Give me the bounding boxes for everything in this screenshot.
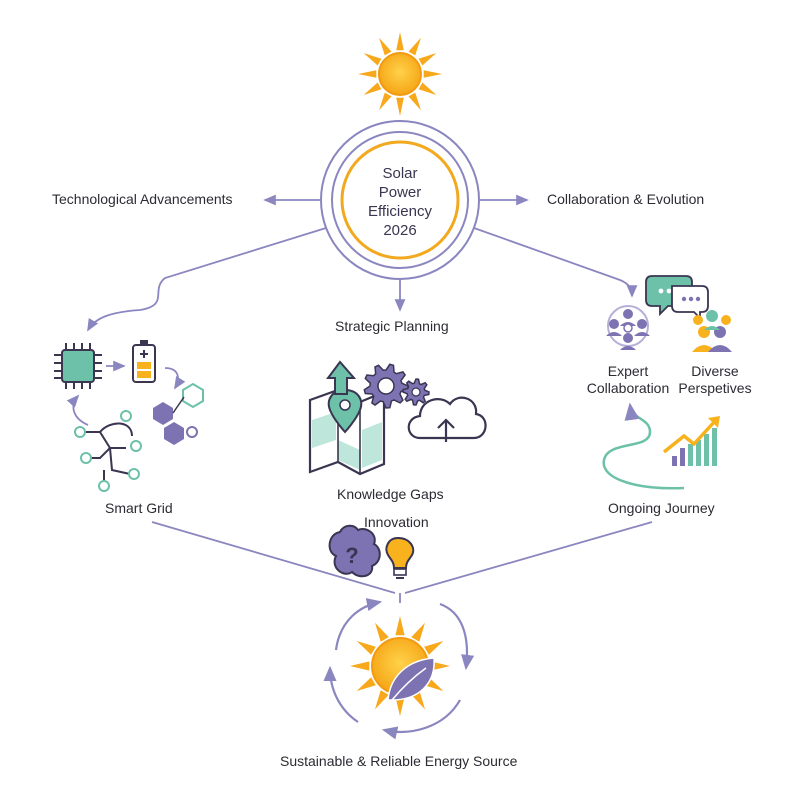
expert-team-icon <box>606 305 650 350</box>
center-hub <box>320 120 480 280</box>
hexagon-network-icon <box>153 382 204 445</box>
central-topic: Solar Power Efficiency 2026 <box>340 164 460 240</box>
gears-icon <box>363 363 430 409</box>
node-label-knowledge-gaps: Knowledge Gaps <box>337 486 444 502</box>
diverse-line-2: Perspetives <box>678 380 752 396</box>
svg-text:?: ? <box>345 543 358 568</box>
node-label-diverse-perspectives: Diverse Perspetives <box>672 363 758 397</box>
growth-chart-icon <box>662 416 720 466</box>
node-label-smart-grid: Smart Grid <box>105 500 173 516</box>
cloud-upload-icon <box>407 396 487 442</box>
center-line-3: Efficiency <box>368 203 432 220</box>
connectors <box>87 194 653 603</box>
center-line-1: Solar <box>382 165 418 182</box>
journey-path-icon <box>602 402 685 490</box>
sustainability-cycle-icon <box>323 598 475 740</box>
brain-question-icon: ? <box>328 524 381 578</box>
line-journey-to-outcome <box>404 521 653 594</box>
up-arrow-icon <box>326 360 357 395</box>
branch-label-strategic-planning: Strategic Planning <box>335 318 449 334</box>
node-label-ongoing-journey: Ongoing Journey <box>608 500 715 516</box>
branch-label-technological-advancements: Technological Advancements <box>52 191 233 207</box>
battery-icon <box>132 340 156 383</box>
chip-icon <box>54 343 102 389</box>
arrow-to-collaboration <box>473 227 638 298</box>
expert-line-1: Expert <box>607 363 649 379</box>
arrow-to-smart-grid <box>87 227 327 332</box>
center-line-2: Power <box>378 184 422 201</box>
diverse-group-icon <box>692 310 732 352</box>
top-sun-icon <box>358 32 442 116</box>
expert-line-2: Collaboration <box>586 380 670 396</box>
line-smart-grid-to-outcome <box>151 521 396 594</box>
lightbulb-icon <box>385 536 415 579</box>
center-line-4: 2026 <box>383 222 417 239</box>
circuit-graph-icon <box>74 410 142 492</box>
chat-bubble-icon <box>645 275 709 321</box>
node-label-innovation: Innovation <box>364 514 429 530</box>
node-label-expert-collaboration: Expert Collaboration <box>580 363 676 397</box>
diverse-line-1: Diverse <box>691 363 739 379</box>
branch-label-collaboration-evolution: Collaboration & Evolution <box>547 191 705 207</box>
outcome-label: Sustainable & Reliable Energy Source <box>280 753 518 769</box>
map-pin-icon <box>308 388 386 476</box>
